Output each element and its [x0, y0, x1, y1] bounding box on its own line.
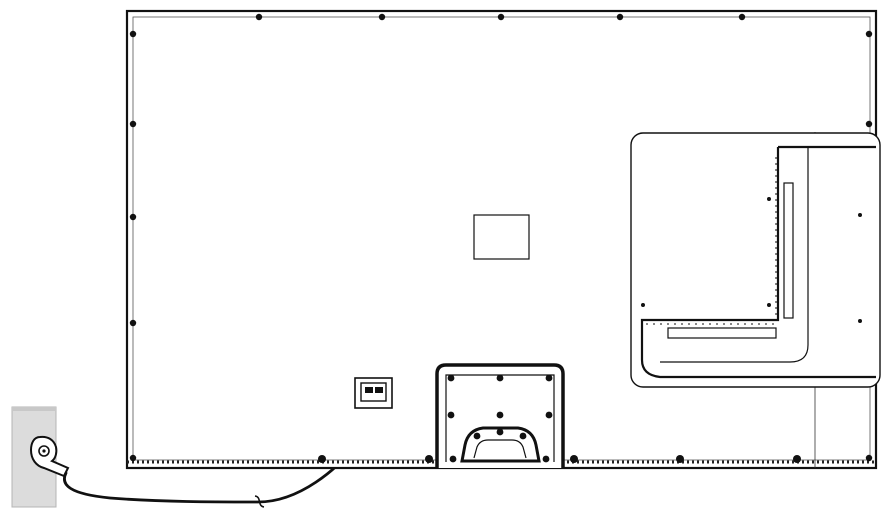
bracket-screw [473, 432, 481, 440]
frame-screw [793, 455, 801, 463]
compartment-l-bracket [640, 145, 876, 379]
bracket-screw [545, 374, 553, 382]
bracket-screws [447, 374, 553, 463]
port-dot [641, 303, 645, 307]
frame-screw [318, 455, 326, 463]
frame-screw [616, 13, 624, 21]
wall-plate-top-edge [12, 407, 56, 411]
frame-screw [676, 455, 684, 463]
terminal-compartment [630, 132, 881, 388]
port-dot [767, 303, 771, 307]
frame-screw [255, 13, 263, 21]
bracket-screw [447, 374, 455, 382]
frame-screw [425, 455, 433, 463]
frame-screw [865, 454, 873, 462]
inlet-pin-left [365, 387, 373, 393]
frame-screw [570, 455, 578, 463]
port-dot [858, 319, 862, 323]
bracket-screw [545, 411, 553, 419]
cord-break-mark [254, 495, 265, 508]
bracket-screw [449, 455, 457, 463]
bracket-screw [519, 432, 527, 440]
frame-screw [129, 30, 137, 38]
bracket-screw [496, 411, 504, 419]
frame-screw [129, 454, 137, 462]
compartment-inner-edge [660, 147, 809, 363]
port-dot [858, 213, 862, 217]
ac-power-inlet [354, 377, 393, 409]
bracket-screw [542, 455, 550, 463]
frame-screw [378, 13, 386, 21]
vesa-label-plate [473, 214, 530, 260]
plug-pin-center [42, 449, 46, 453]
vertical-port-strip [783, 182, 794, 319]
horizontal-port-strip [667, 327, 777, 339]
frame-screw [129, 319, 137, 327]
bracket-screw [496, 374, 504, 382]
frame-screw [129, 120, 137, 128]
stand-mount-bracket [435, 363, 565, 468]
plug-pin-icon [38, 445, 50, 457]
inlet-pin-right [375, 387, 383, 393]
port-dot [767, 197, 771, 201]
compartment-outline [630, 132, 881, 388]
bracket-handle-inner [473, 439, 527, 459]
frame-screw [129, 213, 137, 221]
frame-screw [865, 30, 873, 38]
bracket-screw [496, 428, 504, 436]
wall-outlet [11, 406, 70, 508]
frame-screw [497, 13, 505, 21]
frame-screw [738, 13, 746, 21]
frame-screw [865, 120, 873, 128]
bracket-screw [447, 411, 455, 419]
